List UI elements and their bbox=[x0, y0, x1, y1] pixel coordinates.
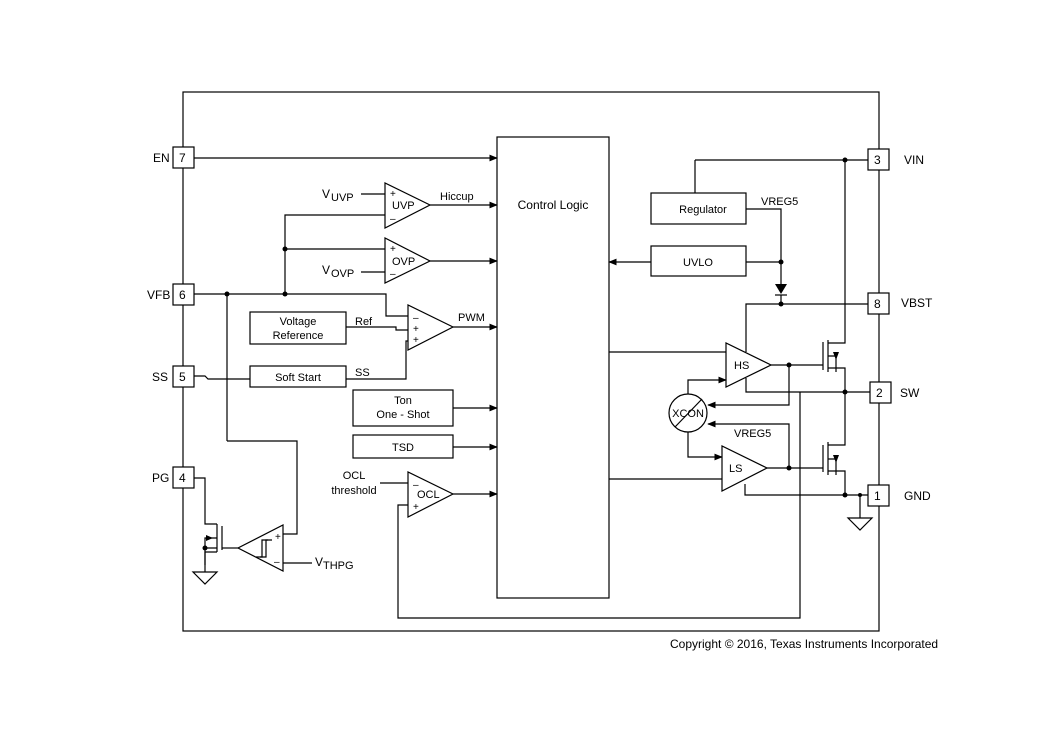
pin-gnd-label: GND bbox=[904, 489, 931, 503]
svg-text:+: + bbox=[390, 244, 396, 255]
hs-mosfet bbox=[789, 160, 846, 392]
pin-vbst-label: VBST bbox=[901, 296, 933, 310]
ref-label: Ref bbox=[355, 316, 373, 328]
svg-text:–: – bbox=[413, 480, 419, 491]
hiccup-label: Hiccup bbox=[440, 191, 474, 203]
pin-pg-number: 4 bbox=[179, 471, 186, 485]
pin-sw-label: SW bbox=[900, 386, 920, 400]
pin-gnd-number: 1 bbox=[874, 489, 881, 503]
pin-pg-label: PG bbox=[152, 471, 169, 485]
svg-text:One - Shot: One - Shot bbox=[376, 409, 429, 421]
pwm-comparator: – + + bbox=[407, 304, 455, 351]
svg-text:XCON: XCON bbox=[672, 408, 704, 420]
control-logic-label: Control Logic bbox=[518, 198, 589, 212]
svg-text:Reference: Reference bbox=[273, 330, 324, 342]
pin-pg: PG 4 bbox=[152, 466, 195, 489]
vfb-wire bbox=[194, 293, 408, 317]
uvp-comparator: + – UVP bbox=[384, 182, 432, 229]
pin-vfb: VFB 6 bbox=[147, 283, 195, 306]
soft-start-block bbox=[249, 365, 347, 388]
pin-vfb-number: 6 bbox=[179, 288, 186, 302]
pin-sw: 2 SW bbox=[869, 381, 920, 404]
svg-text:Ton: Ton bbox=[394, 395, 412, 407]
pin-vbst-number: 8 bbox=[874, 297, 881, 311]
ls-mosfet bbox=[822, 392, 846, 495]
v-thpg-label: V bbox=[315, 555, 323, 569]
ss-label: SS bbox=[355, 367, 370, 379]
v-ovp-label: V bbox=[322, 263, 330, 277]
svg-text:UVLO: UVLO bbox=[683, 257, 713, 269]
svg-text:+: + bbox=[413, 335, 419, 346]
ground-symbol-gnd bbox=[846, 517, 874, 531]
svg-text:–: – bbox=[390, 214, 396, 225]
ocl-comparator: – + OCL bbox=[407, 471, 455, 518]
ls-driver: LS bbox=[721, 445, 769, 492]
svg-text:+: + bbox=[275, 532, 281, 543]
uvlo-block bbox=[650, 245, 747, 277]
pin-vfb-label: VFB bbox=[147, 288, 170, 302]
pin-gnd: 1 GND bbox=[867, 484, 931, 507]
ocl-threshold-1: OCL bbox=[343, 470, 366, 482]
svg-text:+: + bbox=[413, 502, 419, 513]
pin-ss-label: SS bbox=[152, 370, 168, 384]
v-uvp-label: V bbox=[322, 187, 330, 201]
svg-text:Regulator: Regulator bbox=[679, 204, 727, 216]
svg-text:–: – bbox=[274, 557, 280, 568]
pin-vin: 3 VIN bbox=[867, 148, 924, 171]
svg-text:+: + bbox=[390, 189, 396, 200]
svg-text:–: – bbox=[413, 313, 419, 324]
v-uvp-sub: UVP bbox=[331, 192, 354, 204]
pin-en: EN 7 bbox=[153, 146, 195, 169]
pwm-label: PWM bbox=[458, 312, 485, 324]
pin-vin-number: 3 bbox=[874, 153, 881, 167]
voltage-reference-block bbox=[249, 311, 347, 345]
ocl-threshold-2: threshold bbox=[331, 485, 376, 497]
pin-en-label: EN bbox=[153, 151, 170, 165]
control-logic-block bbox=[496, 136, 610, 599]
v-ovp-sub: OVP bbox=[331, 268, 354, 280]
hs-driver: HS bbox=[725, 342, 773, 388]
pin-ss: SS 5 bbox=[152, 365, 195, 388]
svg-text:Voltage: Voltage bbox=[280, 316, 317, 328]
pin-ss-number: 5 bbox=[179, 370, 186, 384]
pin-vin-label: VIN bbox=[904, 153, 924, 167]
v-thpg-sub: THPG bbox=[323, 560, 354, 572]
copyright-notice: Copyright © 2016, Texas Instruments Inco… bbox=[670, 637, 938, 651]
svg-text:TSD: TSD bbox=[392, 442, 414, 454]
pg-comparator: + – bbox=[236, 524, 284, 572]
regulator-block bbox=[650, 192, 747, 225]
svg-text:–: – bbox=[390, 269, 396, 280]
svg-text:LS: LS bbox=[729, 463, 742, 475]
ic-boundary bbox=[182, 91, 880, 632]
svg-text:HS: HS bbox=[734, 360, 749, 372]
pin-en-number: 7 bbox=[179, 151, 186, 165]
pin-sw-number: 2 bbox=[876, 386, 883, 400]
vreg5-top-label: VREG5 bbox=[761, 196, 798, 208]
ocl-label: OCL bbox=[417, 489, 440, 501]
xcon-block: XCON bbox=[668, 393, 708, 433]
vreg5-bottom-label: VREG5 bbox=[734, 428, 771, 440]
svg-text:+: + bbox=[413, 324, 419, 335]
ground-symbol-pg bbox=[191, 571, 219, 585]
ovp-comparator: + – OVP bbox=[384, 237, 432, 284]
bootstrap-diode bbox=[775, 284, 787, 294]
uvp-label: UVP bbox=[392, 200, 415, 212]
ovp-label: OVP bbox=[392, 256, 415, 268]
pin-vbst: 8 VBST bbox=[867, 292, 933, 315]
svg-text:Soft Start: Soft Start bbox=[275, 372, 321, 384]
